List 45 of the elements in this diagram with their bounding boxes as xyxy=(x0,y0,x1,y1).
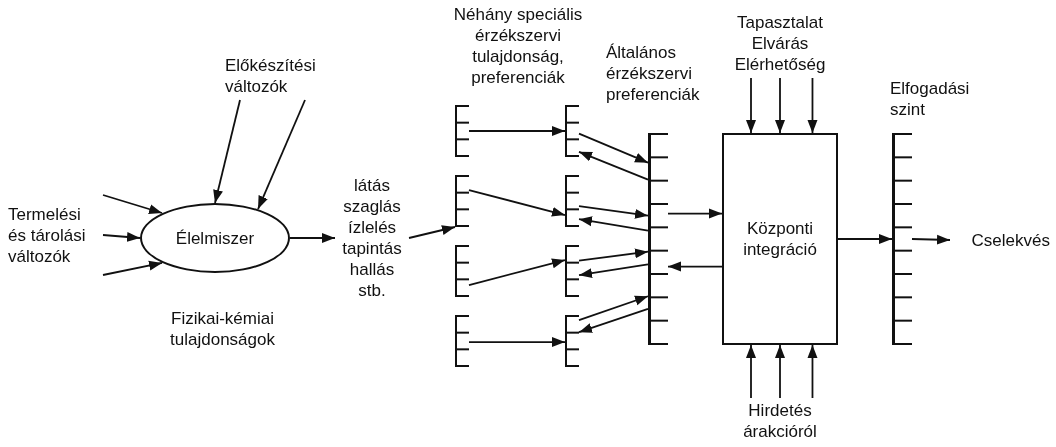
arrow xyxy=(911,234,951,245)
scale-heading: Általános érzékszervi preferenciák xyxy=(606,42,701,106)
node-text: látás szaglás ízlelés tapintás hallás stb. xyxy=(341,175,403,301)
arrow xyxy=(213,99,241,204)
process-box xyxy=(722,133,838,345)
arrow xyxy=(257,99,306,210)
arrow xyxy=(807,344,818,399)
arrow xyxy=(468,189,566,217)
node-text: Központi integráció xyxy=(742,218,818,260)
arrow xyxy=(837,234,893,244)
property-label: Fizikai-kémiai tulajdonságok xyxy=(169,308,276,351)
node-text: Termelési és tárolási változók xyxy=(8,203,87,267)
arrow xyxy=(468,126,566,136)
arrow xyxy=(807,77,818,134)
arrow xyxy=(102,194,163,214)
arrow xyxy=(667,208,723,219)
scale-heading: Néhány speciális érzékszervi tulajdonság, preferenciák xyxy=(452,4,584,89)
node-text: Élelmiszer xyxy=(174,227,256,249)
arrow xyxy=(746,344,756,399)
arrow xyxy=(408,225,456,239)
arrow xyxy=(102,260,163,276)
arrow xyxy=(102,231,141,242)
arrow xyxy=(775,77,785,134)
node-text: Elérhetőség xyxy=(733,53,827,75)
arrow xyxy=(667,261,723,272)
arrow xyxy=(578,150,649,181)
node-text: Cselekvés xyxy=(970,229,1050,251)
arrow xyxy=(289,233,336,243)
arrow xyxy=(578,308,649,334)
ellipse-node xyxy=(140,203,290,273)
arrow xyxy=(746,77,756,134)
arrow xyxy=(775,344,785,399)
arrow xyxy=(468,258,566,286)
arrow xyxy=(578,263,649,279)
node-text: Elvárás xyxy=(750,32,810,54)
arrow xyxy=(578,132,649,164)
node-text: Tapasztalat xyxy=(736,11,824,33)
arrow xyxy=(578,295,649,322)
arrow xyxy=(468,337,566,348)
arrow xyxy=(578,248,649,262)
arrow xyxy=(578,216,649,232)
scale-heading: Elfogadási szint xyxy=(890,78,970,121)
node-text: Előkészítési változók xyxy=(225,55,317,97)
node-text: Hirdetés árakcióról xyxy=(742,400,818,442)
arrow xyxy=(578,205,649,219)
